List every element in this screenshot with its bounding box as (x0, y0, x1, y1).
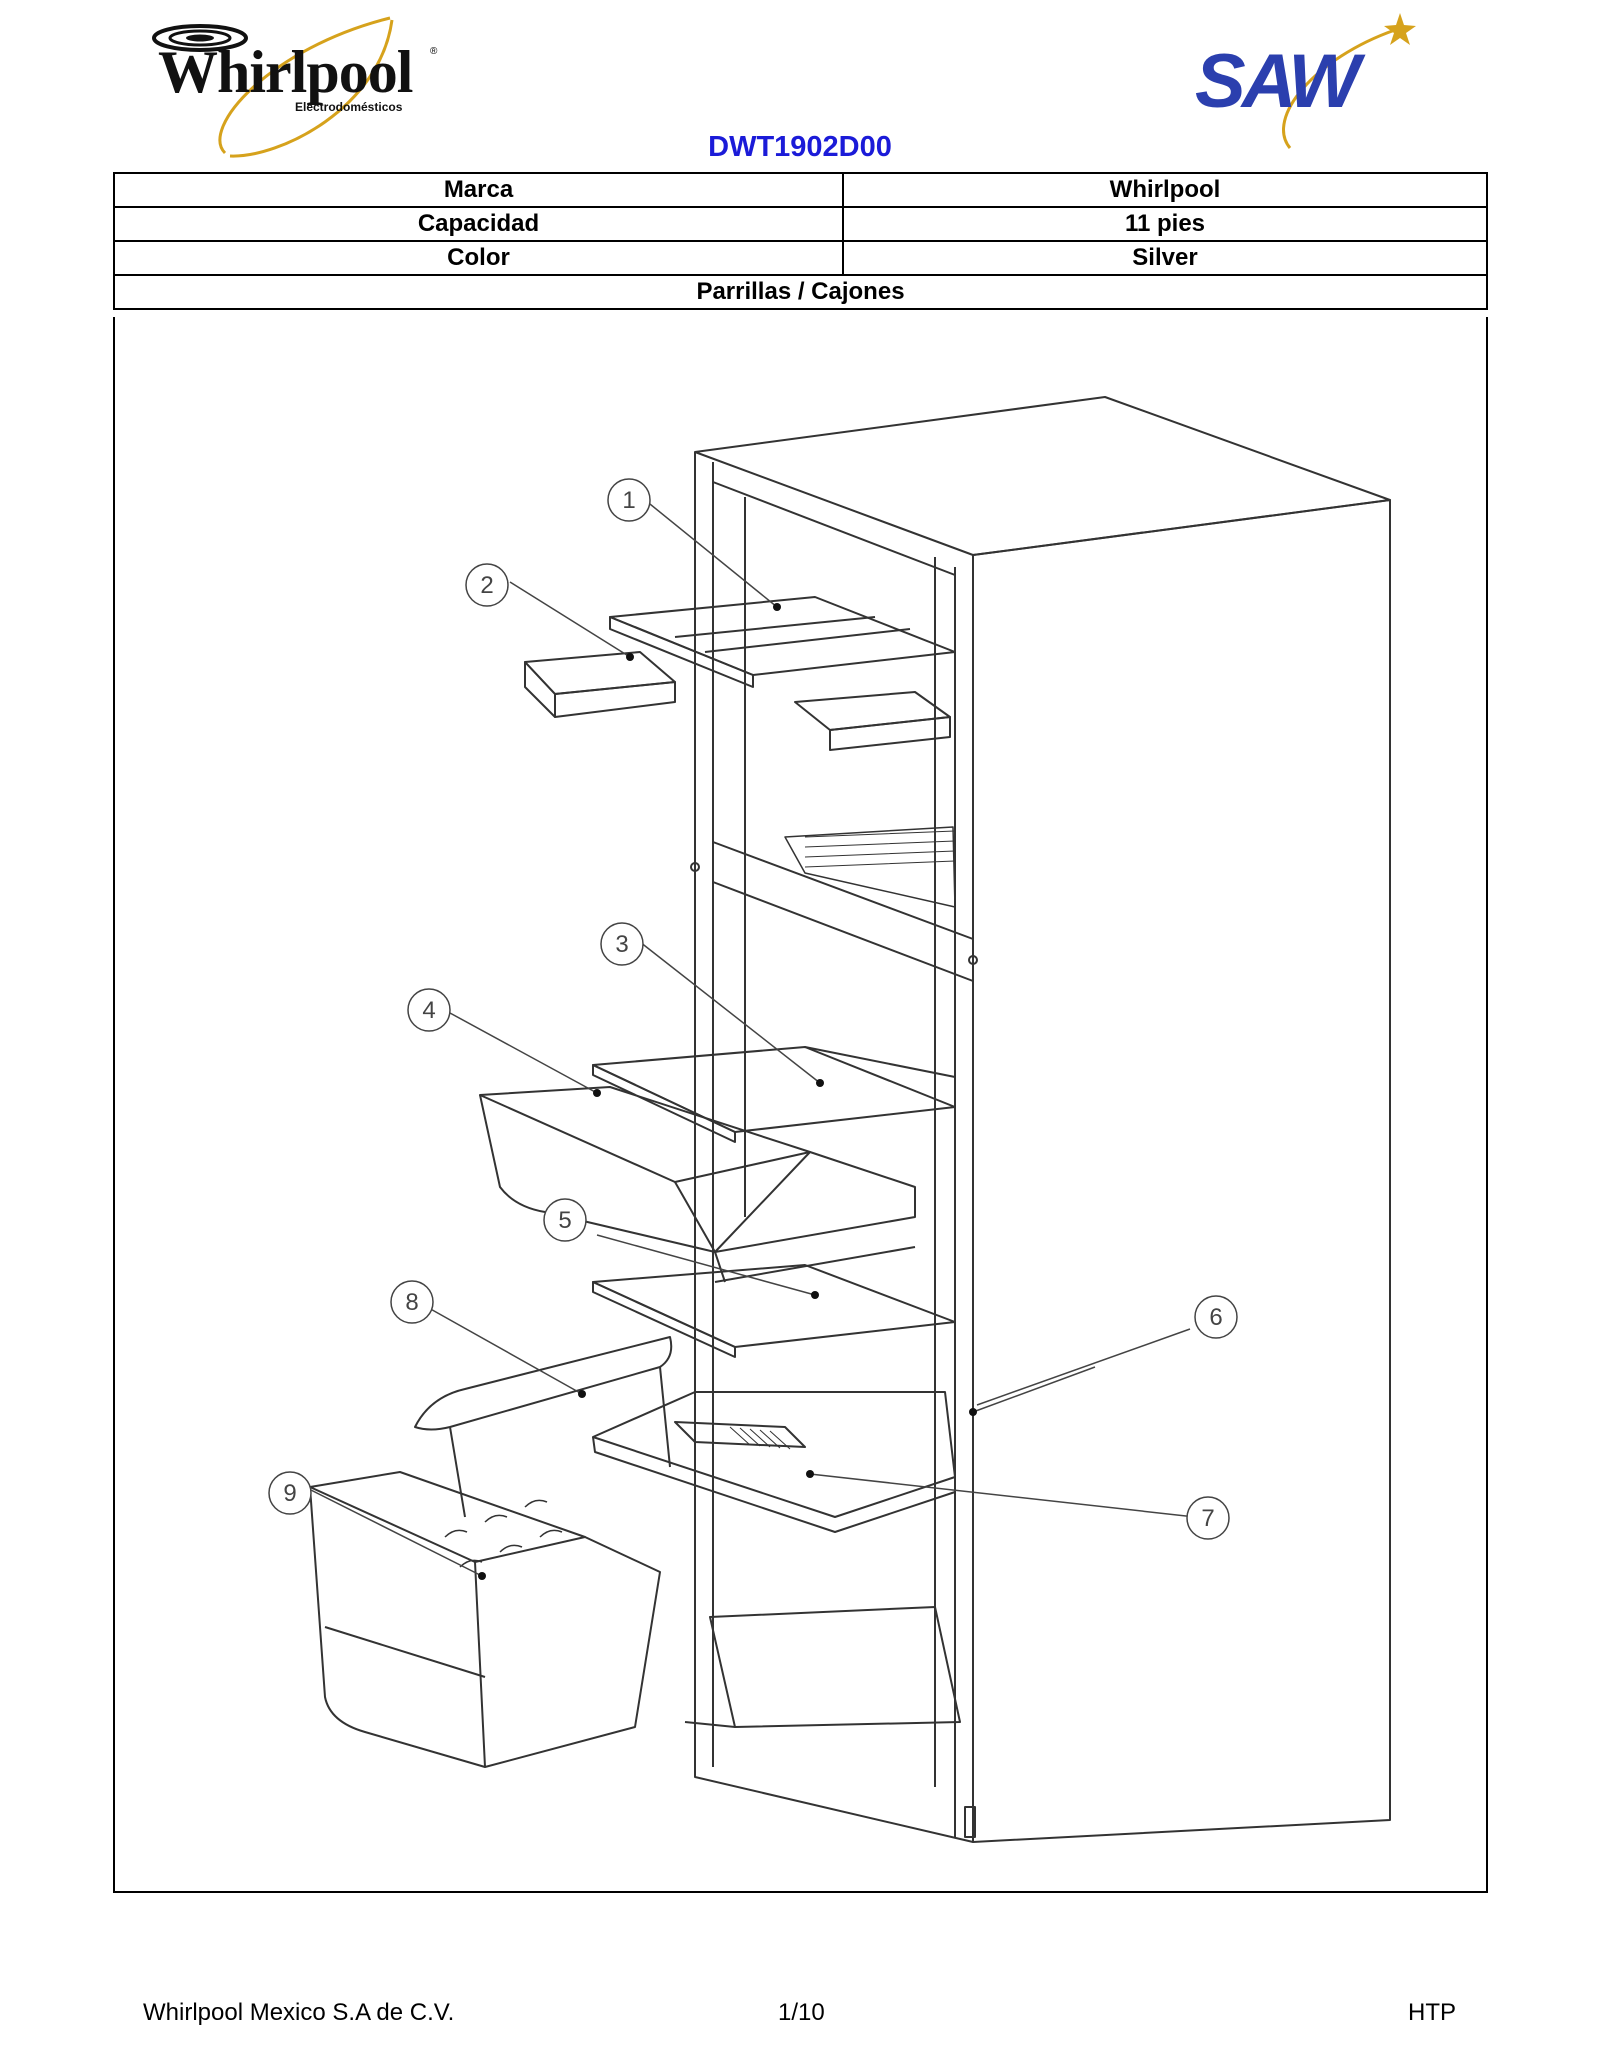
model-number: DWT1902D00 (708, 131, 892, 163)
lower-basket (309, 1471, 661, 1768)
exploded-diagram: 1 2 3 4 5 6 7 (113, 317, 1488, 1893)
callout-4: 4 (407, 988, 451, 1032)
callout-8: 8 (390, 1280, 434, 1324)
callout-label: 5 (558, 1207, 571, 1234)
spec-label: Marca (113, 172, 844, 208)
table-row: Capacidad 11 pies (113, 206, 1488, 242)
spec-value: Silver (842, 240, 1488, 276)
freezer-shelf (609, 596, 956, 688)
spec-label: Color (113, 240, 844, 276)
whirlpool-swoosh-icon (152, 16, 394, 158)
section-title: Parrillas / Cajones (113, 274, 1488, 310)
whirlpool-logo: Whirlpool ® Electrodomésticos (130, 8, 460, 158)
footer-page-number: 1/10 (778, 1999, 825, 2026)
crisper-cover (592, 1046, 956, 1143)
callout-3: 3 (600, 922, 644, 966)
spec-value: Whirlpool (842, 172, 1488, 208)
crisper-drawer (479, 1086, 916, 1283)
leader-dots (478, 603, 977, 1580)
callout-6: 6 (1194, 1295, 1238, 1339)
spec-table: Marca Whirlpool Capacidad 11 pies Color … (113, 172, 1488, 310)
callout-7: 7 (1186, 1496, 1230, 1540)
callout-label: 1 (622, 487, 635, 514)
refrigerator-diagram: 1 2 3 4 5 6 7 (268, 396, 1391, 1843)
saw-star-swoosh-icon (1282, 13, 1416, 149)
registered-mark: ® (430, 46, 438, 57)
saw-logo: SAW (1195, 8, 1420, 158)
table-row: Marca Whirlpool (113, 172, 1488, 208)
callout-label: 3 (615, 931, 628, 958)
table-row: Color Silver (113, 240, 1488, 276)
spec-value: 11 pies (842, 206, 1488, 242)
cabinet-outline (694, 396, 1391, 1843)
callout-label: 7 (1201, 1505, 1214, 1532)
whirlpool-logo-sub: Electrodomésticos (295, 100, 403, 114)
callout-label: 4 (422, 997, 435, 1024)
ice-tray (524, 651, 951, 751)
callout-label: 9 (283, 1480, 296, 1507)
footer-company: Whirlpool Mexico S.A de C.V. (143, 1999, 455, 2026)
saw-logo-word: SAW (1195, 39, 1360, 124)
table-row: Parrillas / Cajones (113, 274, 1488, 310)
whirlpool-logo-word: Whirlpool (158, 39, 413, 105)
glass-shelf (592, 1264, 956, 1358)
callout-5: 5 (543, 1198, 587, 1242)
callout-label: 8 (405, 1289, 418, 1316)
callout-9: 9 (268, 1471, 312, 1515)
callouts: 1 2 3 4 5 6 7 (268, 478, 1238, 1540)
leader-lines (286, 499, 1196, 1577)
callout-label: 2 (480, 572, 493, 599)
basket-cover (414, 1336, 673, 1518)
callout-1: 1 (607, 478, 651, 522)
bottom-rails (684, 1606, 976, 1838)
spec-label: Capacidad (113, 206, 844, 242)
footer-code: HTP (1408, 1999, 1456, 2026)
freezer-divider (690, 826, 978, 982)
meat-tray (592, 1391, 956, 1533)
callout-2: 2 (465, 563, 509, 607)
callout-label: 6 (1209, 1304, 1222, 1331)
